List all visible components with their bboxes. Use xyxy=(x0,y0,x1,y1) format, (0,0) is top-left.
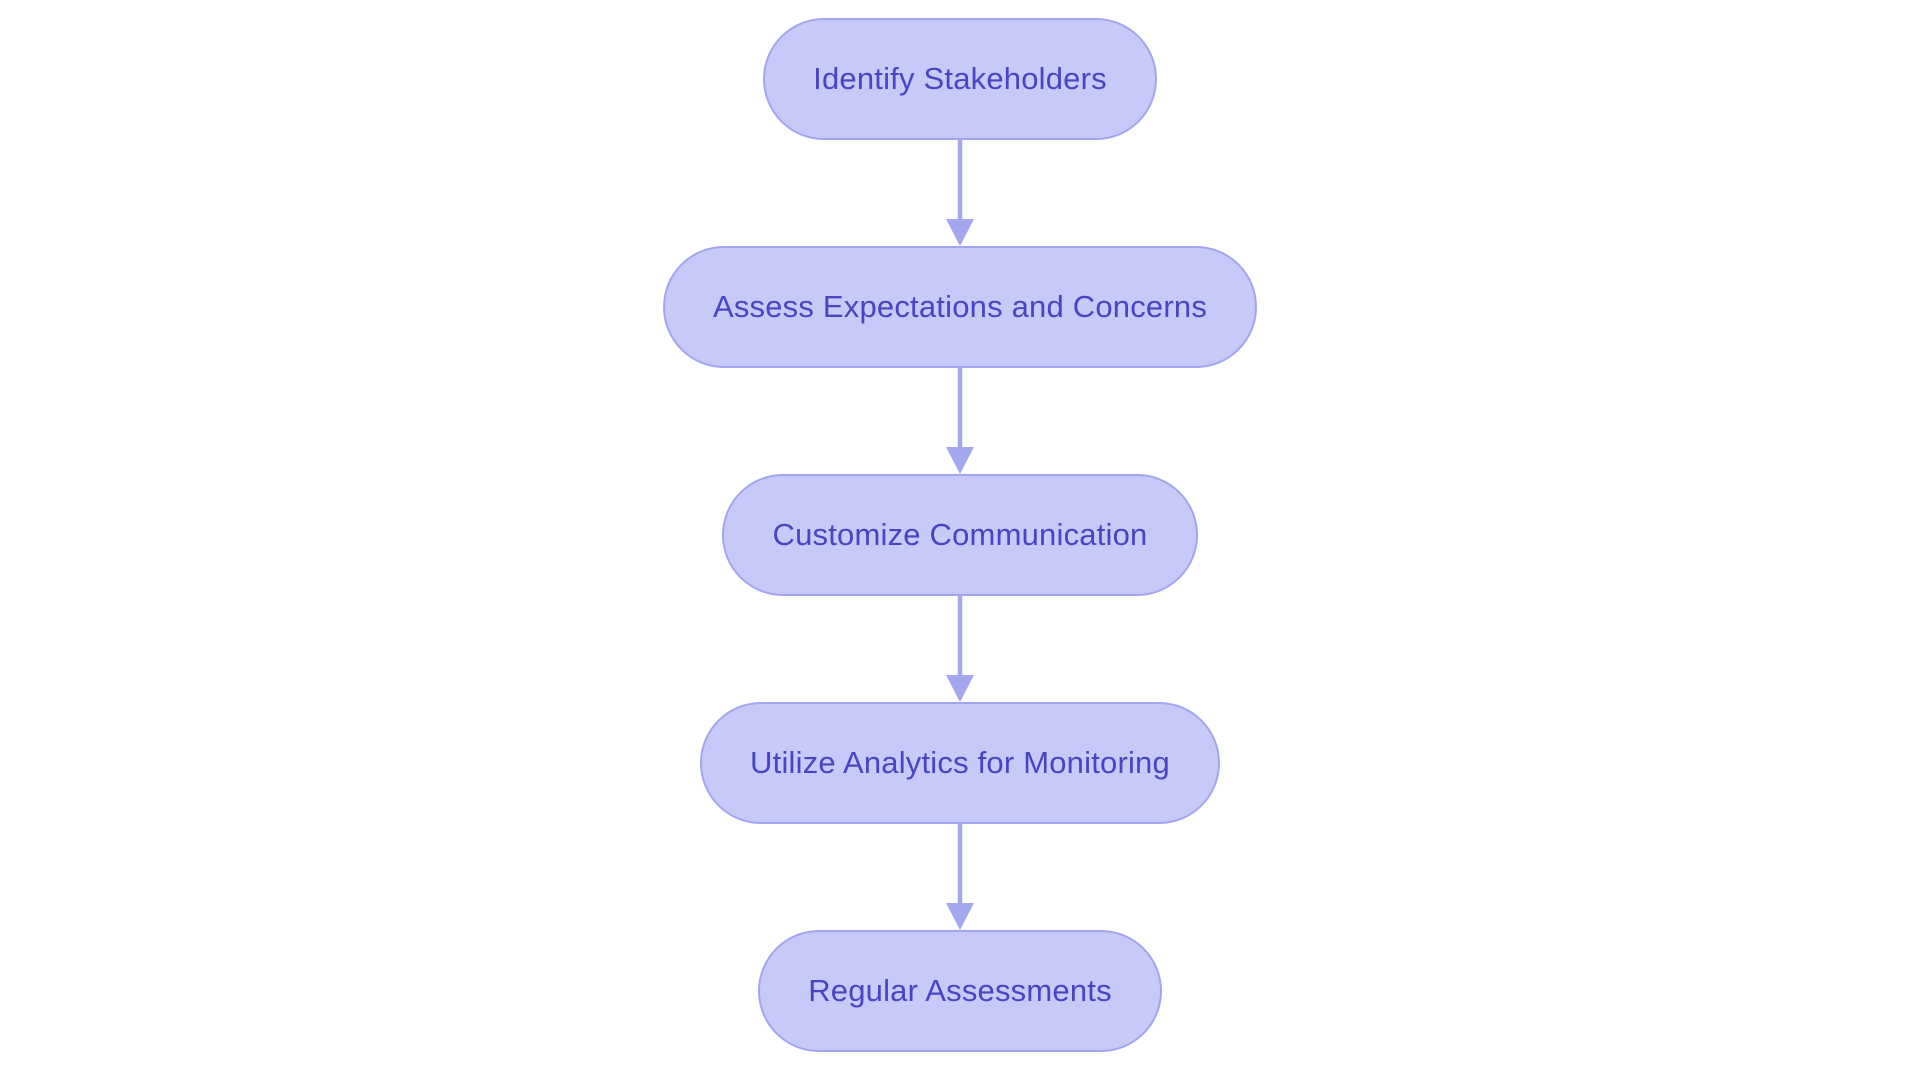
flow-node-label: Regular Assessments xyxy=(808,973,1112,1008)
flow-node-utilize-analytics-for-monitoring: Utilize Analytics for Monitoring xyxy=(700,702,1220,824)
flow-node-label: Utilize Analytics for Monitoring xyxy=(750,745,1170,780)
flow-node-assess-expectations-and-concerns: Assess Expectations and Concerns xyxy=(662,246,1258,368)
flow-node-label: Identify Stakeholders xyxy=(813,61,1107,96)
flow-arrow-down-icon xyxy=(946,596,974,702)
flow-node-identify-stakeholders: Identify Stakeholders xyxy=(763,18,1157,140)
flow-arrow-down-icon xyxy=(946,140,974,246)
flow-arrow-down-icon xyxy=(946,368,974,474)
flow-node-customize-communication: Customize Communication xyxy=(722,474,1198,596)
flow-node-regular-assessments: Regular Assessments xyxy=(758,930,1162,1052)
flow-node-label: Assess Expectations and Concerns xyxy=(712,289,1208,324)
flow-arrow-down-icon xyxy=(946,824,974,930)
flow-node-label: Customize Communication xyxy=(772,517,1148,552)
